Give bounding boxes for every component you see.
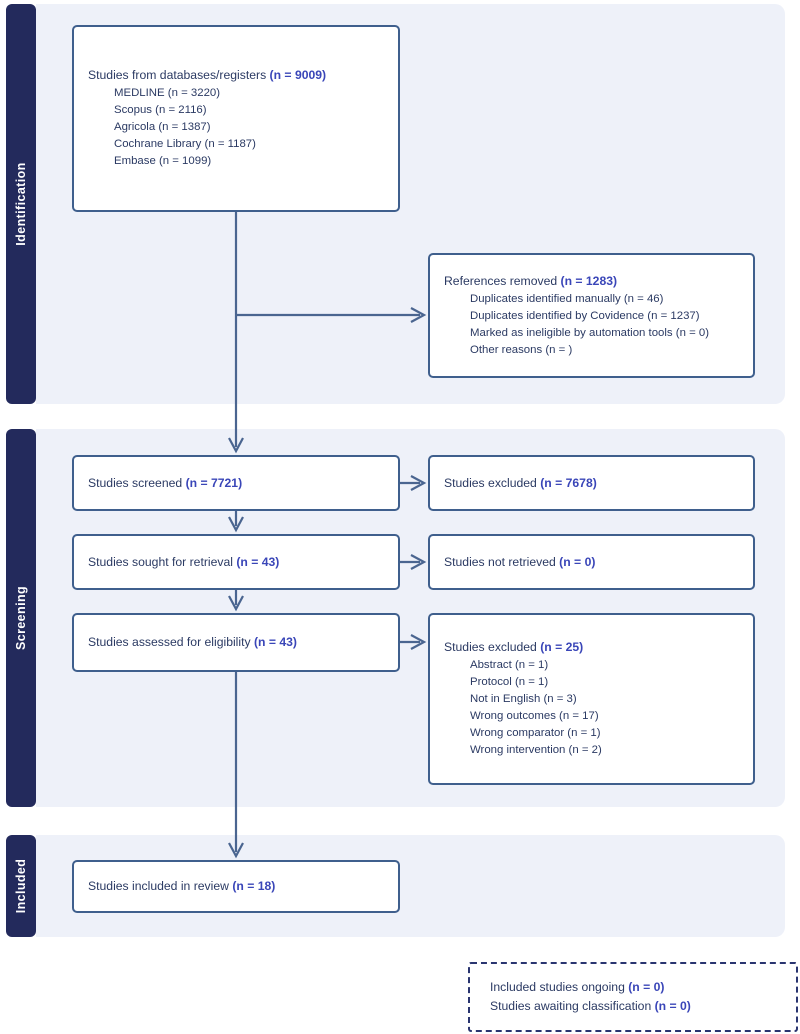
- box-sublist-excluded-reasons: Abstract (n = 1) Protocol (n = 1) Not in…: [444, 657, 739, 759]
- line-studies-awaiting-classification-count: (n = 0): [654, 999, 691, 1013]
- box-title-studies-screened-count: (n = 7721): [185, 475, 243, 490]
- box-studies-not-retrieved: Studies not retrieved (n = 0): [428, 534, 755, 590]
- line-included-studies-ongoing-text: Included studies ongoing: [490, 980, 629, 994]
- box-title-studies-included-text: Studies included in review: [88, 879, 233, 893]
- box-studies-screened: Studies screened (n = 7721): [72, 455, 400, 511]
- sub-item-ineligible-automation: Marked as ineligible by automation tools…: [470, 326, 710, 339]
- box-title-studies-excluded-screened-count: (n = 7678): [540, 475, 597, 490]
- box-title-databases-text: Studies from databases/registers: [88, 68, 270, 82]
- box-sublist-references-removed: Duplicates identified manually (n = 46) …: [444, 291, 739, 359]
- box-references-removed: References removed (n = 1283) Duplicates…: [428, 253, 755, 378]
- sub-item-cochrane-library: Cochrane Library (n = 1187): [114, 138, 256, 150]
- box-title-studies-not-retrieved-count: (n = 0): [559, 554, 596, 569]
- stage-band-included: Included: [6, 835, 36, 937]
- stage-band-screening: Screening: [6, 429, 36, 807]
- box-studies-included-in-review: Studies included in review (n = 18): [72, 860, 400, 913]
- box-sublist-databases: MEDLINE (n = 3220) Scopus (n = 2116) Agr…: [88, 85, 384, 170]
- box-ongoing-awaiting-classification: Included studies ongoing (n = 0) Studies…: [468, 962, 798, 1032]
- box-title-studies-excluded-assessed-text: Studies excluded: [444, 640, 541, 654]
- sub-item-protocol: Protocol (n = 1): [470, 676, 549, 688]
- box-title-studies-screened-text: Studies screened: [88, 475, 186, 490]
- sub-item-agricola: Agricola (n = 1387): [114, 121, 211, 133]
- box-studies-excluded-assessed: Studies excluded (n = 25) Abstract (n = …: [428, 613, 755, 785]
- sub-item-duplicates-manual: Duplicates identified manually (n = 46): [470, 292, 664, 305]
- sub-item-other-reasons: Other reasons (n = ): [470, 343, 573, 356]
- stage-label-screening: Screening: [14, 585, 28, 651]
- box-title-studies-included-count: (n = 18): [232, 879, 276, 893]
- sub-item-scopus: Scopus (n = 2116): [114, 104, 207, 116]
- box-title-studies-sought: Studies sought for retrieval (n = 43): [88, 554, 384, 571]
- line-studies-awaiting-classification: Studies awaiting classification (n = 0): [490, 997, 782, 1016]
- box-title-references-removed-count: (n = 1283): [560, 273, 618, 288]
- box-title-studies-excluded-assessed-count: (n = 25): [540, 640, 584, 654]
- box-title-studies-assessed-count: (n = 43): [253, 635, 297, 649]
- sub-item-abstract: Abstract (n = 1): [470, 659, 549, 671]
- sub-item-embase: Embase (n = 1099): [114, 155, 212, 167]
- box-title-studies-excluded-screened: Studies excluded (n = 7678): [444, 475, 739, 492]
- box-title-studies-assessed-text: Studies assessed for eligibility: [88, 635, 254, 649]
- box-title-studies-screened: Studies screened (n = 7721): [88, 475, 384, 492]
- line-included-studies-ongoing-count: (n = 0): [628, 980, 665, 994]
- box-studies-assessed-for-eligibility: Studies assessed for eligibility (n = 43…: [72, 613, 400, 672]
- box-title-studies-not-retrieved-text: Studies not retrieved: [444, 554, 560, 569]
- stage-label-included: Included: [14, 858, 28, 914]
- box-studies-excluded-screened: Studies excluded (n = 7678): [428, 455, 755, 511]
- box-studies-sought-for-retrieval: Studies sought for retrieval (n = 43): [72, 534, 400, 590]
- box-title-references-removed: References removed (n = 1283): [444, 273, 739, 290]
- line-studies-awaiting-classification-text: Studies awaiting classification: [490, 999, 655, 1013]
- sub-item-duplicates-covidence: Duplicates identified by Covidence (n = …: [470, 309, 700, 322]
- stage-label-identification: Identification: [14, 162, 28, 246]
- box-studies-from-databases: Studies from databases/registers (n = 90…: [72, 25, 400, 212]
- stage-band-identification: Identification: [6, 4, 36, 404]
- sub-item-medline: MEDLINE (n = 3220): [114, 87, 221, 99]
- box-title-studies-sought-text: Studies sought for retrieval: [88, 554, 237, 569]
- sub-item-wrong-intervention: Wrong intervention (n = 2): [470, 744, 602, 756]
- line-included-studies-ongoing: Included studies ongoing (n = 0): [490, 978, 782, 997]
- box-title-studies-assessed: Studies assessed for eligibility (n = 43…: [88, 634, 384, 651]
- box-title-studies-excluded-assessed: Studies excluded (n = 25): [444, 639, 739, 656]
- box-title-studies-included: Studies included in review (n = 18): [88, 878, 384, 895]
- sub-item-not-in-english: Not in English (n = 3): [470, 693, 577, 705]
- box-title-references-removed-text: References removed: [444, 273, 561, 288]
- box-title-studies-not-retrieved: Studies not retrieved (n = 0): [444, 554, 739, 571]
- box-title-databases: Studies from databases/registers (n = 90…: [88, 67, 384, 84]
- box-title-studies-sought-count: (n = 43): [236, 554, 280, 569]
- sub-item-wrong-outcomes: Wrong outcomes (n = 17): [470, 710, 599, 722]
- box-title-databases-count: (n = 9009): [269, 68, 327, 82]
- box-title-studies-excluded-screened-text: Studies excluded: [444, 475, 541, 490]
- sub-item-wrong-comparator: Wrong comparator (n = 1): [470, 727, 601, 739]
